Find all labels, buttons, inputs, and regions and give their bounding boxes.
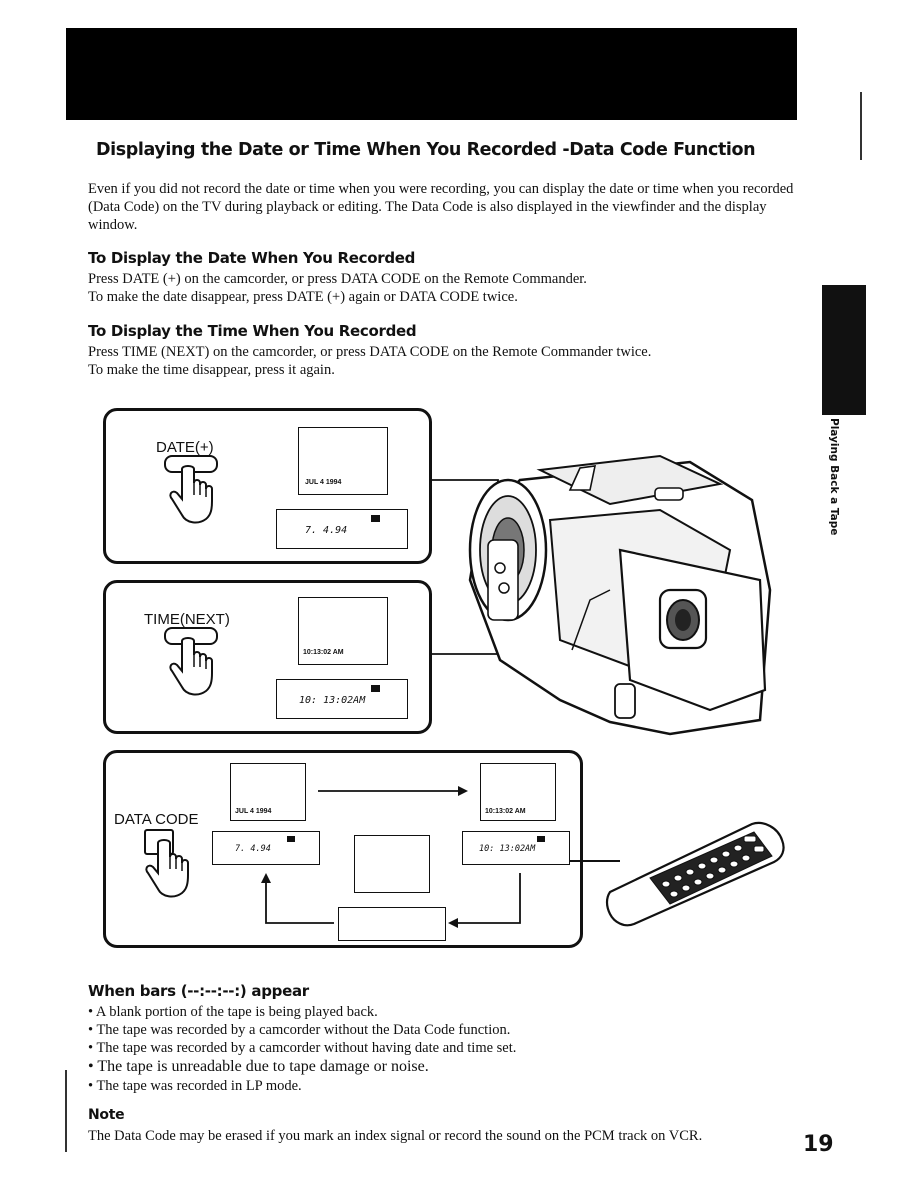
time-instruction-2: To make the time disappear, press it aga… xyxy=(88,362,335,378)
section-tab xyxy=(822,285,866,415)
pointing-hand-icon xyxy=(145,839,189,898)
date-instruction-2: To make the date disappear, press DATE (… xyxy=(88,289,518,305)
pointing-hand-icon xyxy=(169,465,213,524)
date-panel: DATE(+) JUL 4 1994 7. 4.94 xyxy=(103,408,432,564)
pointing-hand-icon xyxy=(169,637,213,696)
lcd-tape-indicator xyxy=(537,836,545,842)
margin-line-bottom xyxy=(65,1070,67,1152)
list-item: • The tape is unreadable due to tape dam… xyxy=(88,1058,429,1075)
date-lcd-window: 7. 4.94 xyxy=(276,509,408,549)
bars-heading: When bars (--:--:--:) appear xyxy=(88,982,309,1000)
list-item: • A blank portion of the tape is being p… xyxy=(88,1004,378,1020)
page-title: Displaying the Date or Time When You Rec… xyxy=(96,140,756,160)
cycle-time-lcd-text: 10: 13:02AM xyxy=(479,844,536,854)
date-instruction-1: Press DATE (+) on the camcorder, or pres… xyxy=(88,271,587,287)
time-lcd-window: 10: 13:02AM xyxy=(276,679,408,719)
date-heading: To Display the Date When You Recorded xyxy=(88,249,416,267)
date-button-label: DATE(+) xyxy=(156,439,214,456)
cycle-time-lcd: 10: 13:02AM xyxy=(462,831,570,865)
camcorder-illustration xyxy=(468,454,772,736)
page-number: 19 xyxy=(803,1132,834,1157)
bars-bullet-list: • A blank portion of the tape is being p… xyxy=(88,1003,808,1095)
time-panel: TIME(NEXT) 10:13:02 AM 10: 13:02AM xyxy=(103,580,432,734)
margin-line-top xyxy=(860,92,862,160)
cycle-date-lcd: 7. 4.94 xyxy=(212,831,320,865)
cycle-blank-lcd xyxy=(338,907,446,941)
list-item: • The tape was recorded by a camcorder w… xyxy=(88,1040,517,1056)
list-item: • The tape was recorded in LP mode. xyxy=(88,1078,302,1094)
cycle-time-tv-text: 10:13:02 AM xyxy=(485,808,526,815)
note-text: The Data Code may be erased if you mark … xyxy=(88,1128,703,1144)
cycle-time-tv-screen: 10:13:02 AM xyxy=(480,763,556,821)
time-button-label: TIME(NEXT) xyxy=(144,611,230,628)
remote-commander-illustration xyxy=(605,821,785,927)
date-lcd-text: 7. 4.94 xyxy=(305,525,348,536)
cycle-blank-screen xyxy=(354,835,430,893)
date-tv-text: JUL 4 1994 xyxy=(305,479,342,486)
lcd-tape-indicator xyxy=(371,685,380,692)
cycle-date-tv-screen: JUL 4 1994 xyxy=(230,763,306,821)
section-tab-label: Playing Back a Tape xyxy=(828,418,840,536)
cycle-arrows xyxy=(261,786,521,928)
time-instruction-1: Press TIME (NEXT) on the camcorder, or p… xyxy=(88,344,652,360)
header-bar xyxy=(66,28,797,120)
data-code-panel: DATA CODE JUL 4 1994 10:13:02 AM 7. 4.94… xyxy=(103,750,583,948)
list-item: • The tape was recorded by a camcorder w… xyxy=(88,1022,511,1038)
time-lcd-text: 10: 13:02AM xyxy=(299,695,366,706)
cycle-date-tv-text: JUL 4 1994 xyxy=(235,808,272,815)
time-tv-screen: 10:13:02 AM xyxy=(298,597,388,665)
remote-connector-line xyxy=(570,860,620,862)
lcd-tape-indicator xyxy=(287,836,295,842)
note-heading: Note xyxy=(88,1107,125,1123)
time-heading: To Display the Time When You Recorded xyxy=(88,322,417,340)
date-tv-screen: JUL 4 1994 xyxy=(298,427,388,495)
cycle-date-lcd-text: 7. 4.94 xyxy=(235,844,271,854)
lcd-tape-indicator xyxy=(371,515,380,522)
intro-paragraph: Even if you did not record the date or t… xyxy=(88,181,794,233)
data-code-label: DATA CODE xyxy=(114,811,199,828)
time-tv-text: 10:13:02 AM xyxy=(303,649,344,656)
